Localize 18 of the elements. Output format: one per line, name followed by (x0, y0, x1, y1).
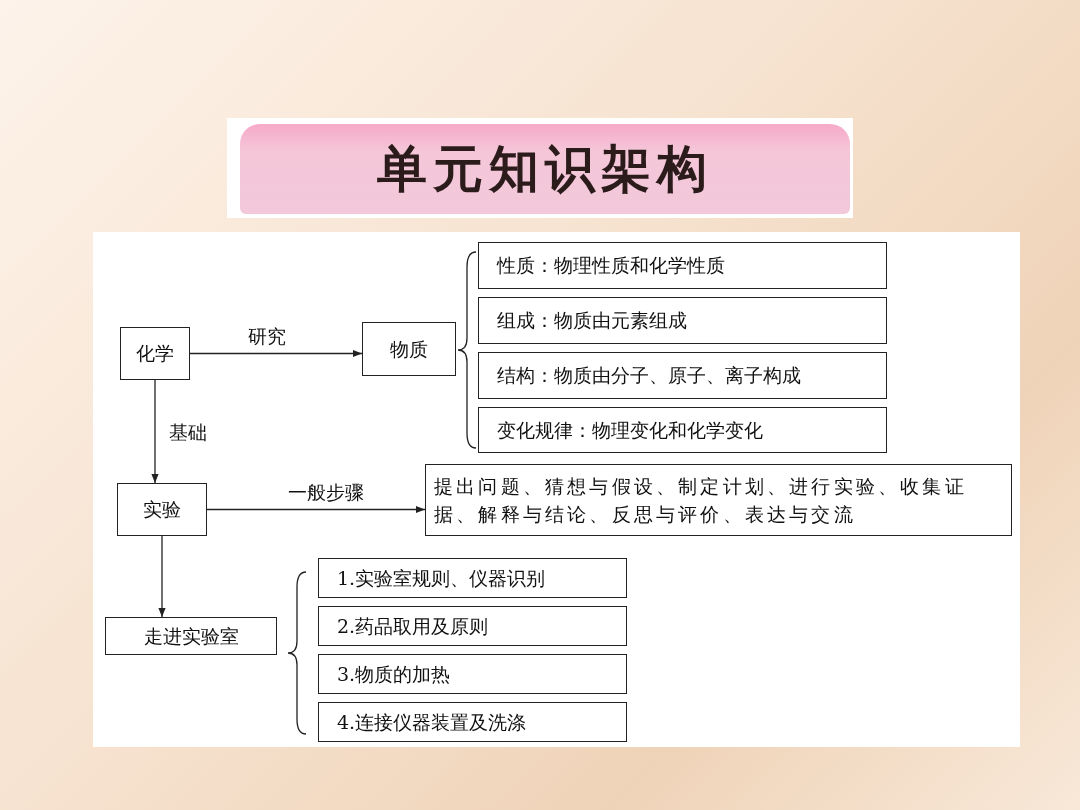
arrow (189, 349, 363, 358)
concept-box: 结构：物质由分子、原子、离子构成 (478, 352, 887, 399)
concept-box: 4.连接仪器装置及洗涤 (318, 702, 627, 742)
arrow (206, 505, 426, 514)
arrow (151, 379, 159, 484)
concept-box: 物质 (362, 322, 456, 376)
arrow (158, 535, 166, 618)
concept-box: 3.物质的加热 (318, 654, 627, 694)
concept-box: 走进实验室 (105, 617, 277, 655)
title-banner: 单元知识架构 (240, 124, 850, 214)
concept-box: 变化规律：物理变化和化学变化 (478, 407, 887, 453)
concept-box: 化学 (120, 327, 190, 380)
concept-box: 性质：物理性质和化学性质 (478, 242, 887, 289)
concept-box: 组成：物质由元素组成 (478, 297, 887, 344)
concept-box: 提出问题、猜想与假设、制定计划、进行实验、收集证据、解释与结论、反思与评价、表达与交流 (425, 464, 1012, 536)
concept-box: 1.实验室规则、仪器识别 (318, 558, 627, 598)
concept-box: 实验 (117, 483, 207, 536)
concept-box: 2.药品取用及原则 (318, 606, 627, 646)
